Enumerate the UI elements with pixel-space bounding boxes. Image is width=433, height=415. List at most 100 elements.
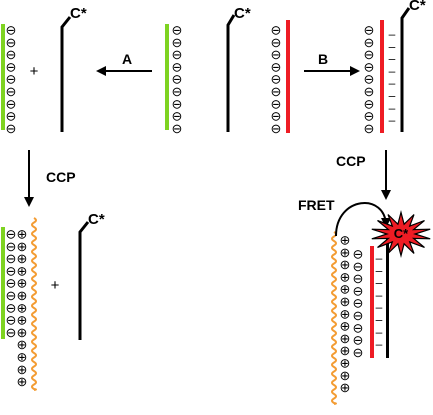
ccp-arrow-right: CCP	[336, 150, 391, 200]
negative-charge-icon: ⊖	[271, 109, 282, 124]
negative-tick-icon: –	[389, 89, 396, 103]
positive-charge-icon: ⊕	[340, 257, 351, 272]
negative-tick-icon: –	[376, 300, 383, 314]
fret-label: FRET	[298, 197, 335, 213]
bottom-right-complex: ⊕⊕⊕⊕⊕⊕⊕⊕⊕⊕⊕⊕⊕ ⊖⊖⊖⊖⊖⊖⊖⊖⊖ –––––––– FRET C*	[298, 197, 431, 405]
negative-tick-icon: –	[389, 39, 396, 53]
plus-sign: +	[30, 63, 39, 80]
negative-charge-icon: ⊖	[172, 47, 183, 62]
negative-charge-icon: ⊖	[353, 308, 364, 323]
bottom-left-complex: ⊖⊖⊖⊖⊖⊖⊖⊖⊖ ⊕⊕⊕⊕⊕⊕⊕⊕⊕⊕⊕⊕⊕ + C*	[1, 211, 105, 391]
negative-charge-column: ⊖⊖⊖⊖⊖⊖⊖⊖⊖	[364, 23, 375, 136]
arrow-a-label: A	[122, 51, 132, 67]
negative-charge-icon: ⊖	[271, 72, 282, 87]
positive-charge-icon: ⊕	[340, 319, 351, 334]
negative-charge-icon: ⊖	[271, 121, 282, 136]
positive-charge-icon: ⊕	[17, 337, 28, 352]
positive-charge-icon: ⊕	[340, 282, 351, 297]
positive-charge-icon: ⊕	[340, 343, 351, 358]
top-middle-group: ⊖⊖⊖⊖⊖⊖⊖⊖⊖ C*	[165, 5, 251, 136]
ccp-label: CCP	[336, 153, 366, 169]
negative-charge-icon: ⊖	[364, 47, 375, 62]
positive-charge-column: ⊕⊕⊕⊕⊕⊕⊕⊕⊕⊕⊕⊕⊕	[340, 233, 351, 396]
negative-tick-icon: –	[376, 313, 383, 327]
positive-charge-icon: ⊕	[17, 251, 28, 266]
positive-charge-icon: ⊕	[340, 356, 351, 371]
negative-charge-icon: ⊖	[172, 35, 183, 50]
negative-charge-icon: ⊖	[364, 72, 375, 87]
negative-charge-icon: ⊖	[364, 35, 375, 50]
negative-charge-icon: ⊖	[364, 96, 375, 111]
negative-tick-icon: –	[389, 101, 396, 115]
negative-charge-icon: ⊖	[6, 227, 17, 242]
negative-tick-icon: –	[376, 325, 383, 339]
negative-tick-icon: –	[376, 337, 383, 351]
probe-label: C*	[394, 226, 409, 241]
negative-charge-column: ⊖⊖⊖⊖⊖⊖⊖⊖⊖	[6, 23, 17, 136]
probe-label: C*	[234, 5, 251, 22]
probe-label: C*	[70, 5, 87, 22]
negative-tick-icon: –	[376, 276, 383, 290]
plus-sign: +	[51, 277, 60, 294]
positive-charge-column: ⊕⊕⊕⊕⊕⊕⊕⊕⊕⊕⊕⊕⊕	[17, 227, 28, 390]
negative-charge-icon: ⊖	[364, 59, 375, 74]
positive-charge-icon: ⊕	[17, 313, 28, 328]
negative-charge-icon: ⊖	[6, 313, 17, 328]
negative-tick-icon: –	[389, 64, 396, 78]
green-strand	[1, 227, 5, 339]
negative-charge-icon: ⊖	[6, 35, 17, 50]
positive-charge-icon: ⊕	[17, 239, 28, 254]
negative-charge-column: ⊖⊖⊖⊖⊖⊖⊖⊖⊖	[353, 247, 364, 360]
negative-charge-icon: ⊖	[353, 283, 364, 298]
negative-tick-icon: –	[389, 113, 396, 127]
negative-charge-icon: ⊖	[6, 47, 17, 62]
negative-charge-icon: ⊖	[6, 96, 17, 111]
top-left-group: ⊖⊖⊖⊖⊖⊖⊖⊖⊖ + C*	[1, 5, 87, 136]
positive-charge-icon: ⊕	[340, 269, 351, 284]
negative-charge-icon: ⊖	[172, 96, 183, 111]
negative-tick-icon: –	[389, 52, 396, 66]
negative-charge-icon: ⊖	[353, 333, 364, 348]
positive-charge-icon: ⊕	[340, 306, 351, 321]
negative-charge-icon: ⊖	[364, 84, 375, 99]
negative-charge-icon: ⊖	[6, 72, 17, 87]
positive-charge-icon: ⊕	[17, 288, 28, 303]
cationic-polymer-chain-icon	[331, 231, 337, 405]
complementary-strand-icon	[370, 246, 374, 358]
probe-strand-icon	[226, 14, 236, 132]
ccp-label: CCP	[46, 169, 76, 185]
positive-charge-icon: ⊕	[17, 227, 28, 242]
ccp-arrow-left: CCP	[24, 150, 76, 207]
positive-charge-icon: ⊕	[340, 331, 351, 346]
negative-charge-icon: ⊖	[353, 259, 364, 274]
green-strand	[165, 24, 169, 130]
negative-tick-icon: –	[376, 263, 383, 277]
negative-charge-icon: ⊖	[353, 247, 364, 262]
fluorescence-star-icon	[371, 210, 431, 258]
negative-charge-icon: ⊖	[6, 263, 17, 278]
negative-tick-column: ––––––––	[389, 27, 396, 127]
negative-charge-icon: ⊖	[271, 35, 282, 50]
positive-charge-icon: ⊕	[340, 380, 351, 395]
probe-strand-icon	[60, 16, 72, 132]
positive-charge-icon: ⊕	[17, 350, 28, 365]
negative-charge-icon: ⊖	[172, 23, 183, 38]
complementary-strand-icon	[380, 20, 384, 133]
negative-charge-icon: ⊖	[353, 345, 364, 360]
negative-charge-icon: ⊖	[353, 296, 364, 311]
positive-charge-icon: ⊕	[17, 374, 28, 389]
negative-charge-icon: ⊖	[172, 72, 183, 87]
negative-charge-icon: ⊖	[6, 325, 17, 340]
negative-charge-icon: ⊖	[6, 59, 17, 74]
negative-charge-icon: ⊖	[6, 239, 17, 254]
negative-charge-icon: ⊖	[364, 121, 375, 136]
negative-tick-icon: –	[389, 27, 396, 41]
negative-charge-column: ⊖⊖⊖⊖⊖⊖⊖⊖⊖	[271, 23, 282, 136]
complementary-strand-icon	[286, 20, 290, 133]
negative-charge-icon: ⊖	[271, 47, 282, 62]
negative-charge-icon: ⊖	[6, 84, 17, 99]
negative-charge-icon: ⊖	[172, 121, 183, 136]
negative-charge-icon: ⊖	[353, 320, 364, 335]
duplex-group: ⊖⊖⊖⊖⊖⊖⊖⊖⊖ –––––––– C*	[364, 0, 426, 136]
probe-label: C*	[88, 211, 105, 228]
